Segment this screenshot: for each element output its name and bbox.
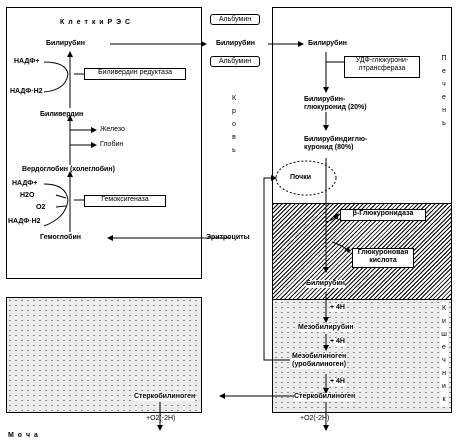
res-cells-title: К л е т к и Р Э С <box>60 19 132 26</box>
intestine-letter: е <box>440 341 448 354</box>
udp-transferase-text: УДФ-глюкурони- лтрансфераза <box>355 57 409 72</box>
nadf-h2-label-2: НАДФ·Н2 <box>8 218 41 225</box>
erythrocytes-label: Эритроциты <box>206 234 250 241</box>
liver-letter: е <box>442 94 446 101</box>
plus-4h-2: + 4Н <box>330 338 345 346</box>
nadf-plus-label-2: НАДФ+ <box>12 180 38 187</box>
liver-letter: е <box>442 68 446 75</box>
intestine-letter: и <box>440 380 448 393</box>
nadf-h2-label: НАДФ·Н2 <box>10 88 43 95</box>
mesobilinogen-label: Мезобилиноген (уробилиноген) <box>292 353 347 369</box>
blood-letter: р <box>232 108 236 115</box>
nadf-plus-label: НАДФ+ <box>14 58 40 65</box>
beta-glucuronidase-box: β-Глюкуронидаза <box>340 209 426 221</box>
intestine-letter: к <box>440 393 448 406</box>
intestine-vertical-label: К и ш е ч н и к <box>440 302 448 406</box>
iron-label: Железо <box>100 126 125 133</box>
bilirubin-diglucuronide-label: Билирубиндиглю- куронид (80%) <box>304 136 368 151</box>
blood-letter: о <box>232 121 236 128</box>
stercobilinogen-right-label: Стеркобилиноген <box>294 393 356 401</box>
intestine-letter: ч <box>440 354 448 367</box>
urine-label: М о ч а <box>8 432 39 439</box>
liver-letter: ч <box>442 81 446 88</box>
intestine-letter: ш <box>440 328 448 341</box>
intestine-letter: и <box>440 315 448 328</box>
plus-4h-3: + 4Н <box>330 378 345 386</box>
gut-lower-panel <box>272 299 452 413</box>
albumin-bottom-pill: Альбумин <box>210 56 260 67</box>
udp-transferase-box: УДФ-глюкурони- лтрансфераза <box>344 56 420 78</box>
stercobilinogen-left-label: Стеркобилиноген <box>134 393 196 401</box>
bilirubin-label-res: Билирубин <box>46 40 86 47</box>
oxidation-label-right: +О2(-2Н) <box>300 415 330 422</box>
plus-4h-1: + 4Н <box>330 304 345 312</box>
globin-label: Глобин <box>100 141 124 148</box>
blood-vertical-label: К р о в ь <box>230 92 238 157</box>
glucuronic-acid-text: Глюкуроновая кислота <box>357 249 409 264</box>
hemoglobin-label: Гемоглобин <box>40 234 82 241</box>
biliverdin-label: Биливердин <box>40 111 84 118</box>
verdoglobin-label: Вердоглобин (холеглобин) <box>22 166 115 173</box>
mesobilirubin-label: Мезобилирубин <box>298 324 354 332</box>
glucuronic-acid-box: Глюкуроновая кислота <box>352 248 414 268</box>
biliverdin-reductase-box: Биливердин редуктаза <box>84 68 186 80</box>
intestine-letter: н <box>440 367 448 380</box>
blood-letter: в <box>232 134 236 141</box>
liver-letter: н <box>442 107 446 114</box>
bilirubin-blood-label: Билирубин <box>216 40 256 47</box>
albumin-top-pill: Альбумин <box>210 14 260 25</box>
bilirubin-glucuronide-label: Билирубин- глюкуронид (20%) <box>304 96 367 111</box>
liver-vertical-label: П е ч е н ь <box>440 52 448 130</box>
intestine-letter: К <box>440 302 448 315</box>
h2o-label: Н2О <box>20 192 35 199</box>
blood-letter: К <box>231 95 237 102</box>
liver-letter: ь <box>442 120 446 127</box>
heme-oxygenase-box: Гемоксигеназа <box>84 195 166 207</box>
kidney-label: Почки <box>290 174 312 182</box>
res-cells-panel <box>6 7 202 279</box>
liver-letter: П <box>441 55 447 62</box>
bilirubin-gut-label: Билирубин <box>306 280 346 288</box>
blood-letter: ь <box>232 147 236 154</box>
o2-label: О2 <box>36 204 46 211</box>
bilirubin-liver-label: Билирубин <box>308 40 348 47</box>
oxidation-label-left: +О2(-2Н) <box>146 415 176 422</box>
